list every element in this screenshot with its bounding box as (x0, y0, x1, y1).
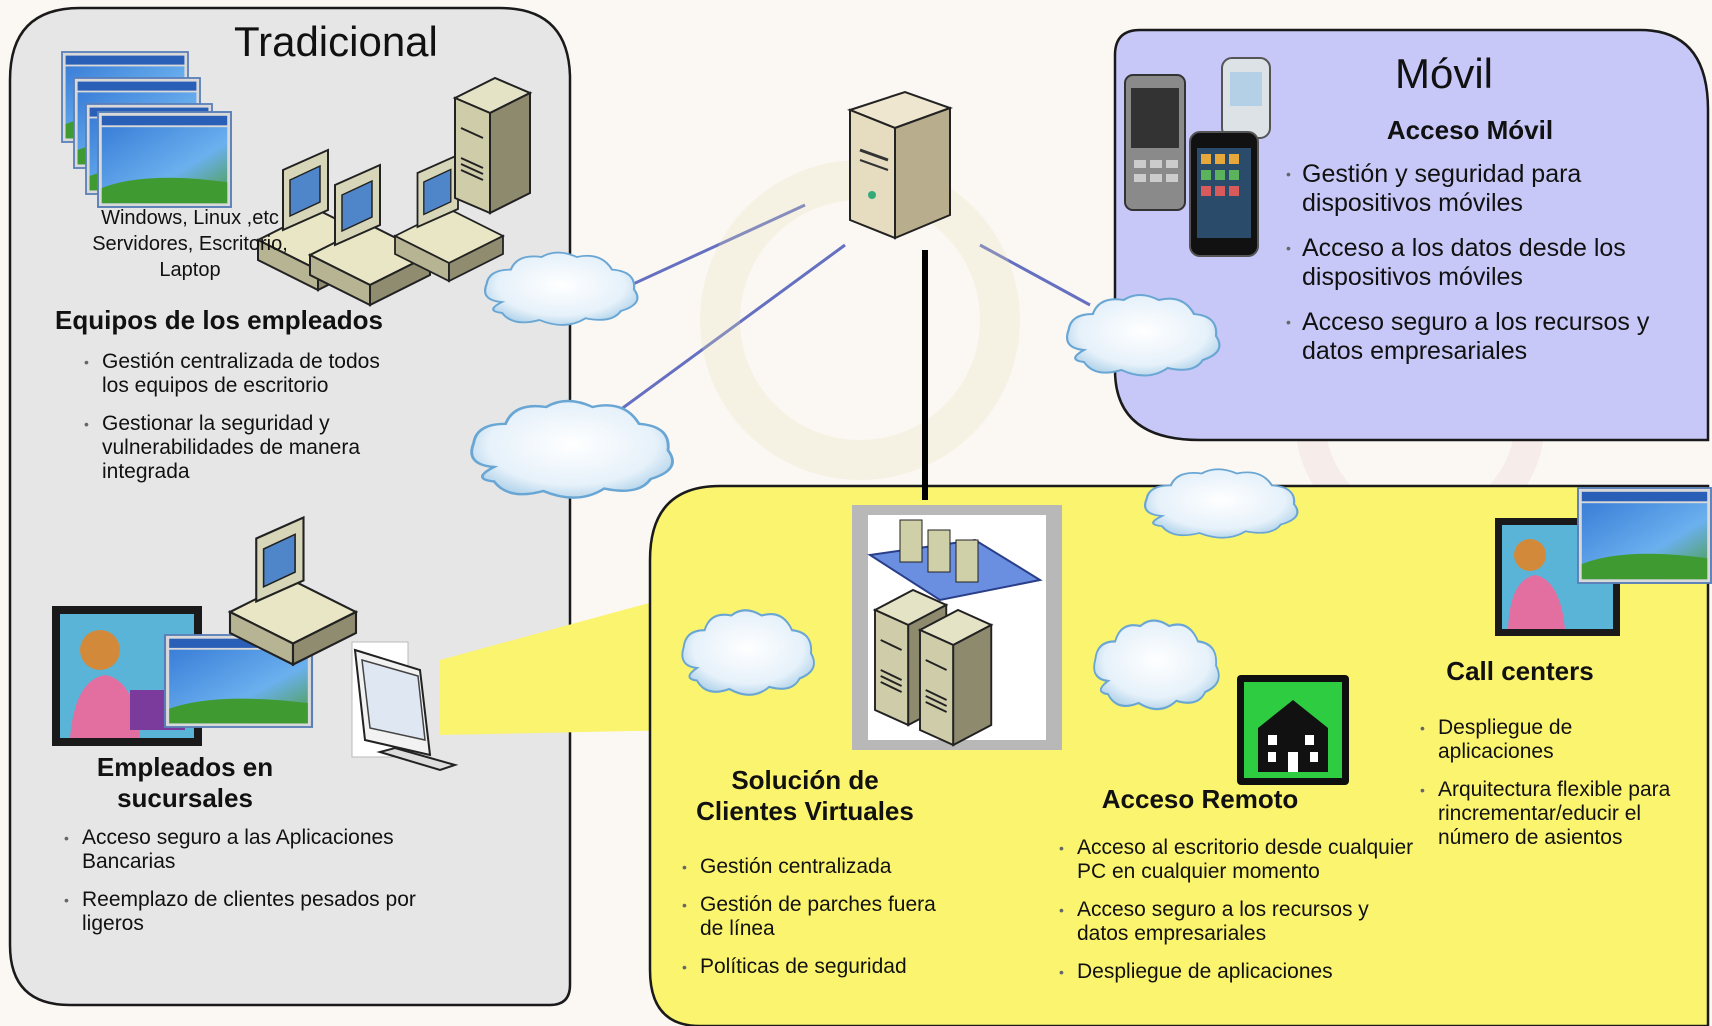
mobile-title: Móvil (1395, 50, 1494, 97)
branch-title-line: Empleados en (96, 752, 274, 782)
branch-title-line: sucursales (117, 783, 253, 813)
virtual-bullet: Políticas de seguridad (678, 955, 948, 979)
house-icon (1237, 675, 1349, 785)
yellow-beam (440, 600, 680, 735)
remote-bullet: Acceso al escritorio desde cualquier PC … (1055, 836, 1415, 884)
server-cluster-icon (852, 505, 1062, 750)
remote-bullets: Acceso al escritorio desde cualquier PC … (1055, 836, 1415, 998)
desktop-screens-icon (61, 51, 232, 208)
cloud-icon (681, 609, 816, 696)
employees-bullet: Gestionar la seguridad y vulnerabilidade… (80, 412, 380, 484)
thin-client-icon (351, 641, 459, 772)
devices-caption-line: Windows, Linux ,etc (101, 207, 279, 229)
traditional-title: Tradicional (234, 18, 438, 65)
mobile-phones-icon (1124, 57, 1271, 257)
remote-title: Acceso Remoto (1101, 784, 1299, 814)
remote-bullet: Despliegue de aplicaciones (1055, 960, 1415, 984)
branch-title: Empleados en sucursales (60, 752, 310, 814)
devices-caption-line: Servidores, Escritorio, (92, 233, 288, 255)
link-server-cloud-mobile (979, 243, 1091, 307)
mobile-subtitle: Acceso Móvil (1386, 115, 1554, 145)
branch-bullet: Reemplazo de clientes pesados por ligero… (60, 888, 480, 936)
callcenter-bullet: Despliegue de aplicaciones (1416, 716, 1676, 764)
virtual-title-line: Clientes Virtuales (696, 796, 914, 826)
tower-server-icon (454, 77, 531, 214)
desktop-computers-icon (228, 516, 358, 666)
main-server-icon (847, 90, 953, 240)
employees-title: Equipos de los empleados (55, 305, 383, 335)
virtual-bullets: Gestión centralizada Gestión de parches … (678, 855, 948, 993)
cloud-icon (470, 399, 674, 500)
cloud-icon (483, 251, 639, 327)
employees-bullets: Gestión centralizada de todos los equipo… (80, 350, 380, 498)
virtual-bullet: Gestión de parches fuera de línea (678, 893, 948, 941)
callcenter-title: Call centers (1446, 656, 1594, 686)
mobile-bullet: Acceso seguro a los recursos y datos emp… (1282, 308, 1692, 366)
cloud-icon (1093, 619, 1220, 711)
callcenter-bullets: Despliegue de aplicaciones Arquitectura … (1416, 716, 1676, 864)
desktop-screens-icon (1577, 487, 1712, 584)
virtual-title-line: Solución de (731, 765, 879, 795)
cloud-icon (1143, 468, 1299, 539)
mobile-bullet: Acceso a los datos desde los dispositivo… (1282, 234, 1692, 292)
cloud-icon (1065, 293, 1221, 377)
mobile-bullets: Gestión y seguridad para dispositivos mó… (1282, 160, 1692, 382)
mobile-bullet: Gestión y seguridad para dispositivos mó… (1282, 160, 1692, 218)
devices-caption-line: Laptop (159, 259, 221, 281)
branch-bullets: Acceso seguro a las Aplicaciones Bancari… (60, 826, 480, 950)
virtual-title: Solución de Clientes Virtuales (680, 765, 930, 827)
link-cloud1-server (619, 203, 806, 292)
devices-caption: Windows, Linux ,etc Servidores, Escritor… (80, 205, 300, 283)
virtual-bullet: Gestión centralizada (678, 855, 948, 879)
branch-bullet: Acceso seguro a las Aplicaciones Bancari… (60, 826, 480, 874)
link-cloud2-server (619, 243, 846, 412)
remote-bullet: Acceso seguro a los recursos y datos emp… (1055, 898, 1415, 946)
employees-bullet: Gestión centralizada de todos los equipo… (80, 350, 380, 398)
callcenter-bullet: Arquitectura flexible para rincrementar/… (1416, 778, 1676, 850)
